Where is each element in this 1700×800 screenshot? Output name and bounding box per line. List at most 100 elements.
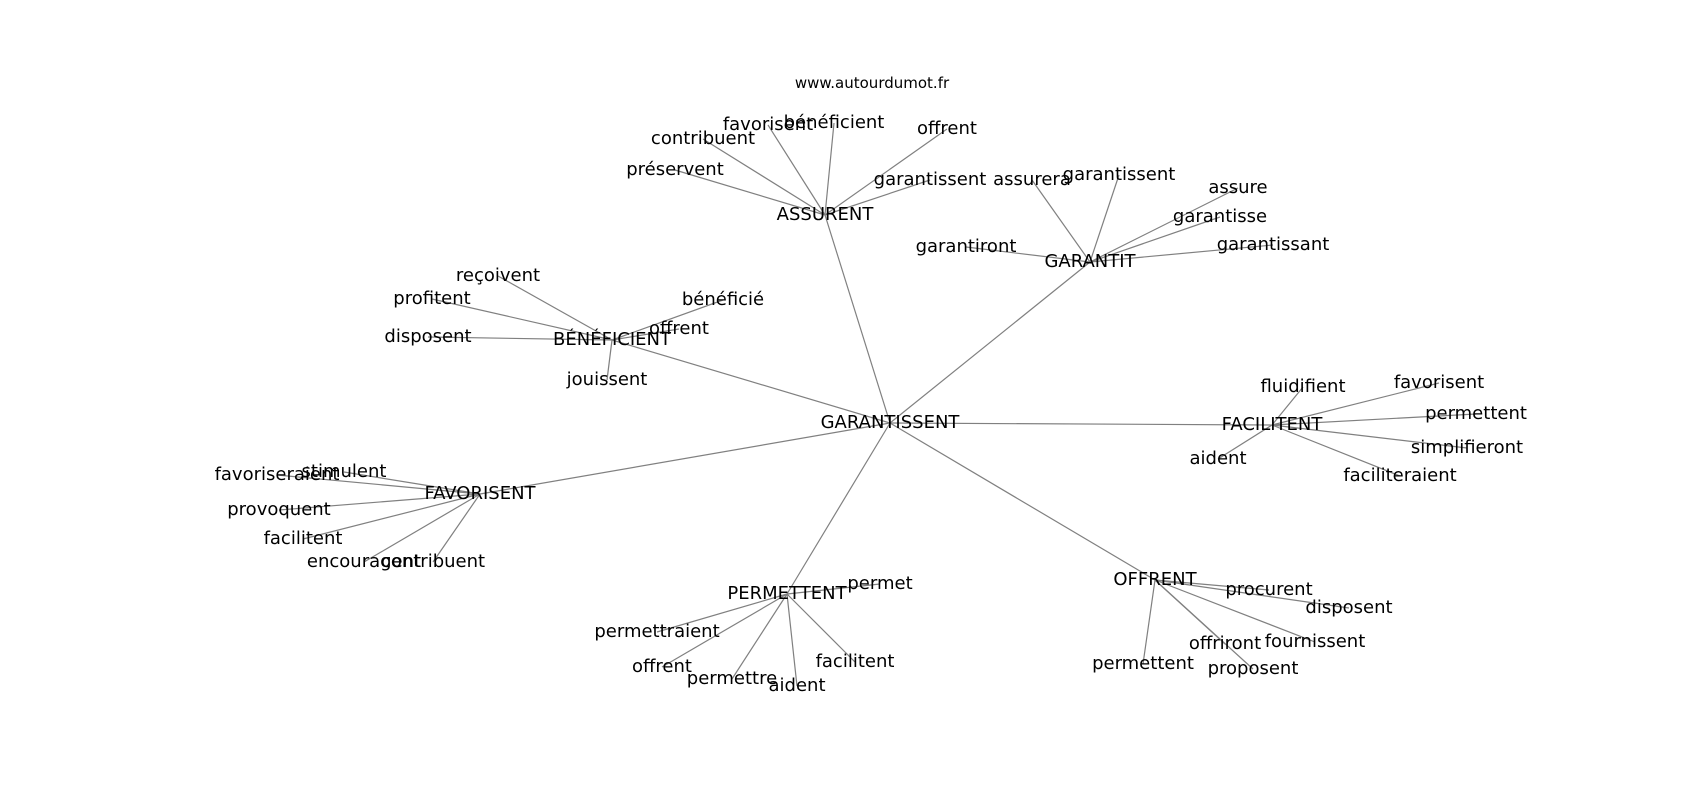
edge-group-to-child bbox=[656, 593, 788, 633]
edge-group-to-child bbox=[702, 138, 826, 216]
edge-group-to-child bbox=[1089, 187, 1239, 263]
leaf-node-label: fournissent bbox=[1265, 631, 1366, 652]
leaf-node-label: offrent bbox=[917, 118, 977, 139]
leaf-node-label: provoquent bbox=[227, 499, 330, 520]
labels-layer: GARANTISSENTASSURENTfavorisentbénéficien… bbox=[215, 112, 1527, 696]
edge-group-to-child bbox=[1154, 579, 1254, 670]
edge-group-to-child bbox=[1031, 179, 1091, 263]
edge-group-to-child bbox=[431, 298, 613, 341]
edge-group-to-child bbox=[606, 339, 613, 381]
leaf-node-label: bénéficient bbox=[784, 112, 885, 133]
edge-group-to-child bbox=[497, 275, 613, 341]
leaf-node-label: profitent bbox=[393, 288, 470, 309]
leaf-node-label: facilitent bbox=[816, 651, 895, 672]
edge-group-to-child bbox=[1089, 244, 1274, 263]
leaf-node-label: disposent bbox=[384, 326, 471, 347]
group-node-label: PERMETTENT bbox=[727, 583, 847, 604]
leaf-node-label: assure bbox=[1208, 177, 1267, 198]
edge-group-to-child bbox=[1271, 424, 1401, 477]
group-node-label: OFFRENT bbox=[1113, 569, 1197, 590]
leaf-node-label: encouragent bbox=[307, 551, 421, 572]
edge-group-to-child bbox=[343, 471, 481, 495]
group-node-label: ASSURENT bbox=[777, 204, 875, 225]
edge-center-to-group bbox=[479, 422, 891, 495]
leaf-node-label: offriront bbox=[1189, 633, 1261, 654]
edge-center-to-group bbox=[889, 261, 1091, 424]
leaf-node-label: offrent bbox=[649, 318, 709, 339]
leaf-node-label: garantiront bbox=[916, 236, 1017, 257]
edge-group-to-child bbox=[432, 493, 481, 563]
edge-group-to-child bbox=[363, 493, 481, 563]
edge-group-to-child bbox=[786, 593, 856, 663]
edge-group-to-child bbox=[278, 493, 481, 511]
leaf-node-label: simplifieront bbox=[1411, 437, 1523, 458]
leaf-node-label: permet bbox=[847, 573, 912, 594]
website-label: www.autourdumot.fr bbox=[795, 74, 950, 92]
edge-group-to-child bbox=[1142, 579, 1156, 665]
edge-group-to-child bbox=[611, 299, 724, 341]
edge-group-to-child bbox=[1154, 579, 1350, 609]
leaf-node-label: permettent bbox=[1425, 403, 1527, 424]
leaf-node-label: stimulent bbox=[302, 461, 387, 482]
group-node-label: FACILITENT bbox=[1222, 414, 1324, 435]
leaf-node-label: contribuent bbox=[651, 128, 755, 149]
edge-group-to-child bbox=[824, 179, 931, 216]
leaf-node-label: favoriseraient bbox=[215, 464, 340, 485]
edge-group-to-child bbox=[674, 169, 826, 216]
center-node-label: GARANTISSENT bbox=[821, 412, 961, 433]
edge-group-to-child bbox=[824, 128, 948, 216]
group-node-label: GARANTIT bbox=[1044, 251, 1136, 272]
edge-group-to-child bbox=[1089, 216, 1221, 263]
leaf-node-label: proposent bbox=[1208, 658, 1299, 679]
edge-group-to-child bbox=[824, 122, 835, 216]
edge-center-to-group bbox=[824, 214, 891, 424]
edge-center-to-group bbox=[786, 422, 891, 595]
edge-group-to-child bbox=[427, 336, 613, 341]
leaf-node-label: facilitent bbox=[264, 528, 343, 549]
leaf-node-label: favorisent bbox=[1394, 372, 1484, 393]
edge-group-to-child bbox=[661, 593, 788, 668]
leaf-node-label: procurent bbox=[1225, 579, 1312, 600]
edge-group-to-child bbox=[1089, 174, 1120, 263]
edge-center-to-group bbox=[611, 339, 891, 424]
leaf-node-label: aident bbox=[769, 675, 826, 696]
leaf-node-label: fluidifient bbox=[1260, 376, 1345, 397]
leaf-node-label: permettre bbox=[687, 668, 777, 689]
edge-group-to-child bbox=[1154, 579, 1316, 643]
leaf-node-label: garantissent bbox=[1063, 164, 1176, 185]
edge-group-to-child bbox=[965, 246, 1091, 263]
leaf-node-label: disposent bbox=[1305, 597, 1392, 618]
leaf-node-label: reçoivent bbox=[456, 265, 540, 286]
leaf-node-label: garantisse bbox=[1173, 206, 1267, 227]
edge-group-to-child bbox=[1271, 386, 1304, 426]
group-node-label: FAVORISENT bbox=[424, 483, 536, 504]
edge-center-to-group bbox=[889, 422, 1273, 426]
leaf-node-label: assurera bbox=[993, 169, 1071, 190]
edge-group-to-child bbox=[611, 328, 680, 341]
leaf-node-label: faciliteraient bbox=[1343, 465, 1456, 486]
leaf-node-label: garantissant bbox=[1217, 234, 1330, 255]
leaf-node-label: permettraient bbox=[594, 621, 719, 642]
edge-group-to-child bbox=[1271, 382, 1440, 426]
edge-group-to-child bbox=[276, 474, 481, 495]
edge-group-to-child bbox=[786, 583, 881, 595]
edge-group-to-child bbox=[1271, 413, 1477, 426]
edge-group-to-child bbox=[767, 124, 826, 216]
leaf-node-label: jouissent bbox=[566, 369, 648, 390]
leaf-node-label: aident bbox=[1190, 448, 1247, 469]
leaf-node-label: préservent bbox=[626, 159, 724, 180]
group-node-label: BÉNÉFICIENT bbox=[553, 328, 672, 350]
leaf-node-label: favorisent bbox=[723, 114, 813, 135]
leaf-node-label: contribuent bbox=[381, 551, 485, 572]
edge-center-to-group bbox=[889, 422, 1156, 581]
leaf-node-label: garantissent bbox=[874, 169, 987, 190]
edge-group-to-child bbox=[1217, 424, 1273, 460]
edge-group-to-child bbox=[1271, 424, 1468, 449]
edge-group-to-child bbox=[302, 493, 481, 540]
edge-group-to-child bbox=[786, 593, 798, 687]
edge-group-to-child bbox=[731, 593, 788, 680]
leaf-node-label: offrent bbox=[632, 656, 692, 677]
leaf-node-label: bénéficié bbox=[682, 289, 764, 310]
leaf-node-label: permettent bbox=[1092, 653, 1194, 674]
